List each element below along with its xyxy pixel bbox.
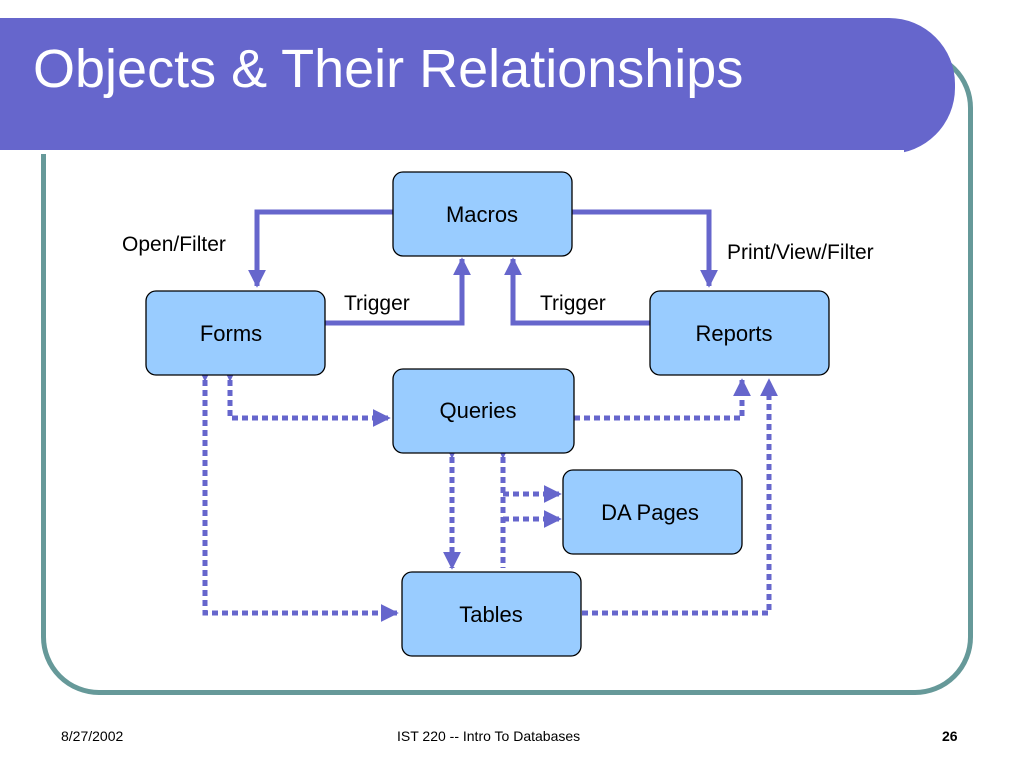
connector-tables-reports: [582, 378, 778, 616]
node-queries-label: Queries: [439, 398, 516, 423]
node-da-pages-label: DA Pages: [601, 500, 699, 525]
connector-macros-reports: [572, 209, 718, 288]
footer-course: IST 220 -- Intro To Databases: [397, 728, 581, 744]
edge-label-print-view-filter: Print/View/Filter: [727, 241, 874, 264]
connector-forms-tables: [196, 363, 399, 622]
connector-forms-queries: [221, 363, 391, 427]
edge-label-open-filter: Open/Filter: [122, 233, 226, 256]
node-forms: [145, 290, 326, 376]
edge-label-trigger-forms: Trigger: [344, 292, 410, 315]
node-tables: [401, 571, 582, 657]
connector-reports-macros: [504, 257, 650, 326]
connector-macros-forms: [248, 209, 393, 288]
connector-forms-macros: [324, 257, 471, 326]
node-macros: [392, 171, 573, 257]
node-tables-label: Tables: [459, 602, 523, 627]
node-forms-label: Forms: [200, 321, 262, 346]
node-macros-label: Macros: [446, 202, 518, 227]
slide-title: Objects & Their Relationships: [33, 39, 744, 99]
title-underline: [0, 150, 904, 154]
footer-page-number: 26: [942, 728, 958, 744]
edge-label-trigger-reports: Trigger: [540, 292, 606, 315]
title-bar: [0, 18, 955, 154]
connector-queries-reports: [574, 378, 751, 421]
node-da-pages: [562, 469, 743, 555]
node-reports-label: Reports: [695, 321, 772, 346]
node-reports: [649, 290, 830, 376]
footer-date: 8/27/2002: [61, 728, 124, 744]
node-queries: [392, 368, 575, 454]
